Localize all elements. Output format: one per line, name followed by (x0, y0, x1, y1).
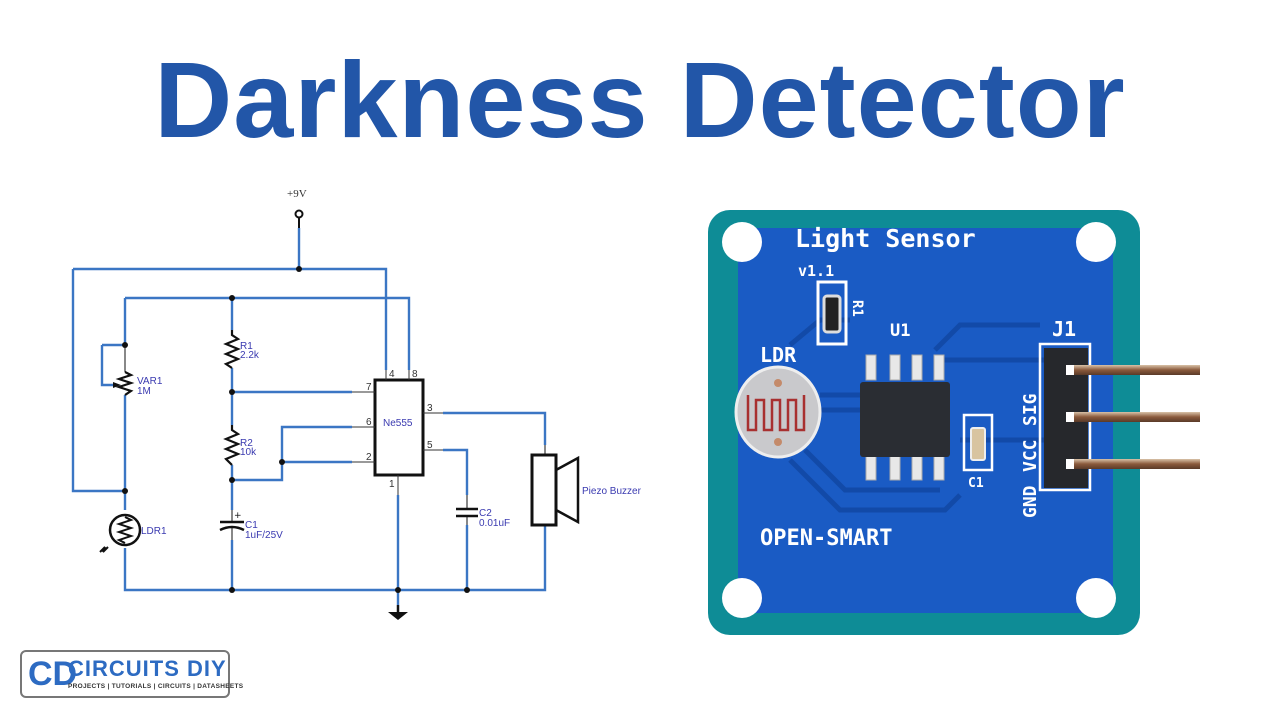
r2-ref: R2 (240, 438, 253, 449)
pin-4: 4 (389, 369, 395, 380)
ldr-icon (99, 513, 142, 553)
pin-8: 8 (412, 369, 418, 380)
ldr-silk: LDR (760, 343, 797, 367)
ldr-component (734, 365, 822, 459)
var1-potentiometer-icon (115, 371, 135, 396)
pin-5: 5 (427, 440, 433, 451)
var1-ref: VAR1 (137, 376, 163, 387)
r1-silk: R1 (849, 300, 865, 317)
wires (71, 228, 547, 605)
logo-mark-icon: CD (28, 655, 78, 693)
page-title: Darkness Detector (154, 39, 1126, 160)
u1-chip (860, 354, 950, 481)
buzzer-label: Piezo Buzzer (582, 486, 642, 497)
pin-vcc-silk: VCC (1020, 439, 1041, 472)
ldr-ref: LDR1 (141, 526, 167, 537)
c2-value: 0.01uF (479, 518, 510, 529)
supply-terminal (294, 209, 304, 219)
pin-6: 6 (366, 417, 372, 428)
piezo-buzzer-icon (530, 445, 580, 527)
pin-3: 3 (427, 403, 433, 414)
pin-7: 7 (366, 382, 372, 393)
module-version: v1.1 (798, 262, 834, 280)
c1-ref: C1 (245, 520, 258, 531)
supply-label: +9V (287, 188, 307, 200)
module-name: Light Sensor (795, 224, 976, 253)
j1-silk: J1 (1052, 317, 1076, 341)
r1-value: 2.2k (240, 350, 260, 361)
c2-ref: C2 (479, 508, 492, 519)
circuit-schematic: +9V R1 2.2k R2 10k VAR1 1 (71, 188, 642, 620)
module-brand: OPEN-SMART (760, 526, 892, 551)
junction-dots (122, 266, 470, 593)
svg-text:+: + (234, 511, 242, 521)
circuits-diy-logo: CD CIRCUITS DIY PROJECTS | TUTORIALS | C… (20, 650, 243, 698)
r2-resistor-icon (223, 425, 241, 466)
ic-name: Ne555 (383, 418, 413, 429)
j1-header (1038, 342, 1200, 492)
logo-tagline: PROJECTS | TUTORIALS | CIRCUITS | DATASH… (68, 683, 244, 690)
c1-value: 1uF/25V (245, 530, 283, 541)
pin-gnd-silk: GND (1020, 485, 1041, 518)
ground-icon (388, 605, 408, 620)
r1-resistor-icon (223, 330, 241, 369)
pin-2: 2 (366, 452, 372, 463)
c2-capacitor-icon (456, 495, 478, 525)
u1-silk: U1 (890, 321, 910, 341)
pin-1: 1 (389, 479, 395, 490)
c1-silk: C1 (968, 476, 984, 491)
r2-value: 10k (240, 447, 257, 458)
pin-sig-silk: SIG (1020, 393, 1041, 426)
var1-value: 1M (137, 386, 151, 397)
c1-capacitor-icon: + (219, 510, 245, 540)
ne555-ic (352, 370, 443, 495)
logo-brand: CIRCUITS DIY (68, 656, 227, 681)
r1-ref: R1 (240, 341, 253, 352)
